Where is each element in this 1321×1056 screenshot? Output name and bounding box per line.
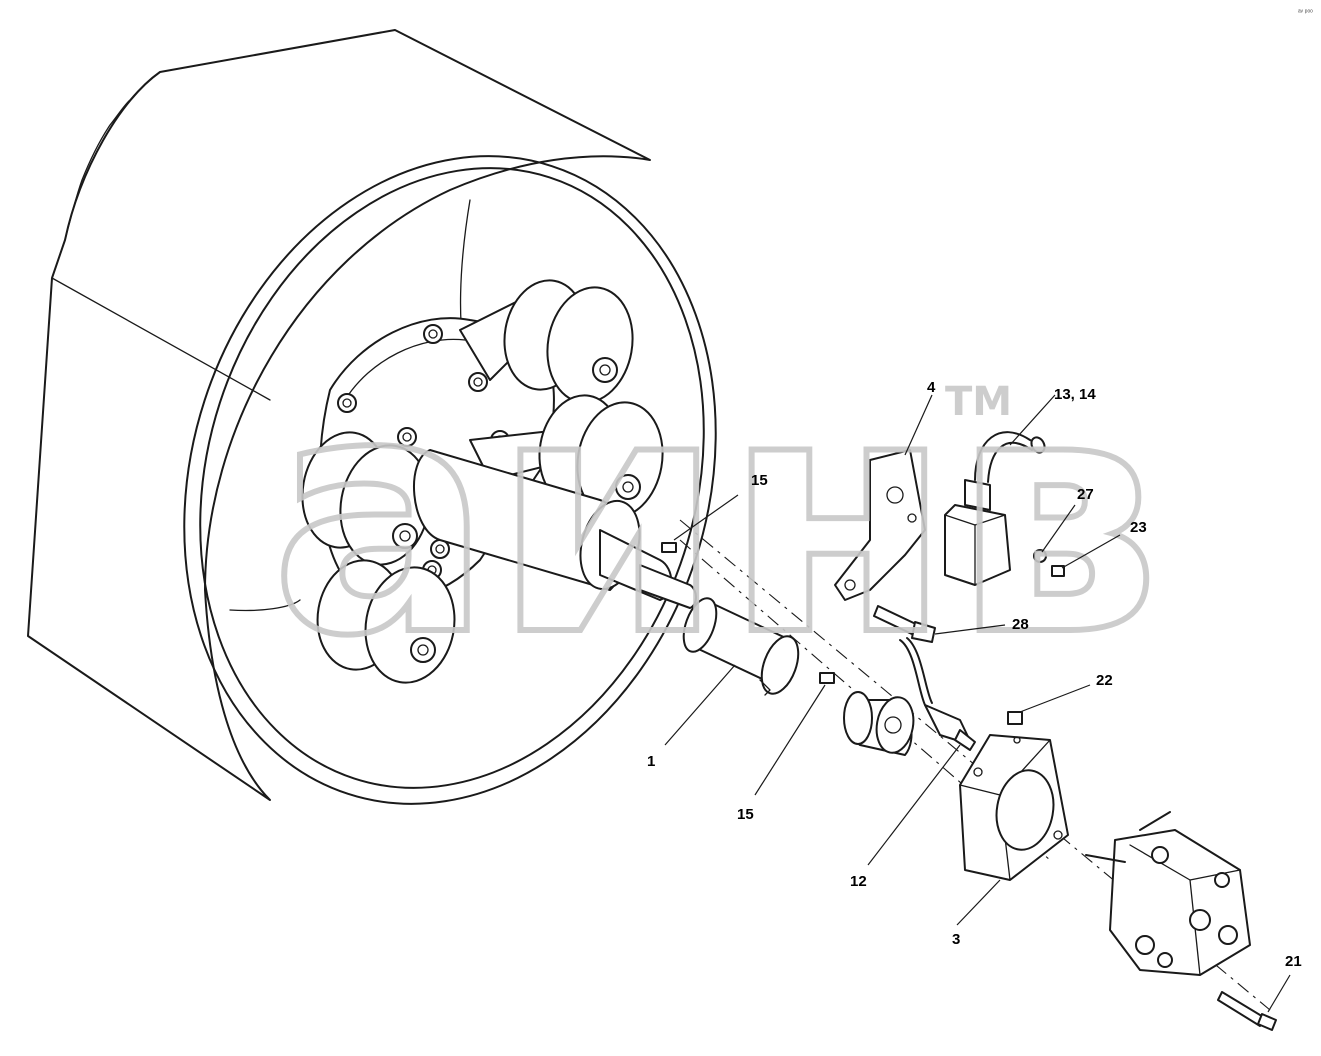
callout-15-lower: 15 [737,806,754,823]
part-bolt-22 [1007,711,1023,725]
part-key-lower [819,672,835,684]
callout-4: 4 [927,379,936,396]
callout-13-14: 13, 14 [1054,386,1096,403]
callout-1: 1 [647,753,655,770]
part-screw-21 [1217,991,1277,1031]
callout-22: 22 [1096,672,1113,689]
part-long-bolt [873,605,936,643]
part-speed-sensor [899,637,976,751]
part-washer [1033,549,1047,563]
shaft-key [661,542,677,553]
rubber-mounts [301,279,664,684]
part-sleeve [682,597,800,696]
corner-mark: ᵃᵛ ᵖᵒᵒ [1298,9,1313,16]
leader-lines [664,394,1291,1013]
part-hydraulic-pump [1085,811,1251,976]
drum [27,29,717,805]
drive-shaft [413,449,697,609]
callout-15-upper: 15 [751,472,768,489]
callouts: 1 3 4 12 13, 14 15 15 21 22 23 27 28 [647,379,1302,970]
callout-3: 3 [952,931,960,948]
callout-21: 21 [1285,953,1302,970]
watermark: аинв TM [267,321,1164,711]
part-small-screw [1051,565,1065,577]
watermark-text: аинв [270,324,1161,708]
watermark-trademark: TM [945,379,1012,425]
part-coupling [843,691,915,756]
callout-12: 12 [850,873,867,890]
part-bracket [834,449,926,601]
callout-28: 28 [1012,616,1029,633]
part-adapter-flange [959,734,1069,881]
callout-27: 27 [1077,486,1094,503]
part-sensor-unit [944,431,1046,586]
callout-23: 23 [1130,519,1147,536]
